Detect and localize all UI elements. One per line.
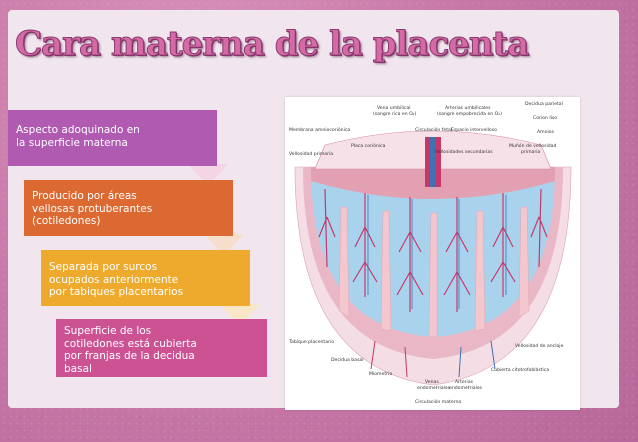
step-4-box: Superficie de los cotiledones está cubie…	[56, 319, 267, 377]
step-text-line: vellosas protuberantes	[32, 202, 153, 215]
villous-veins	[367, 195, 507, 309]
label-espacio-intervelloso: Espacio intervelloso	[451, 127, 497, 133]
step-1-box: Aspecto adoquinado en la superficie mate…	[8, 110, 217, 166]
step-text-line: basal	[64, 362, 92, 375]
placental-septa	[338, 206, 530, 338]
label-membrana: Membrana amniocoriónica	[289, 126, 350, 133]
label-vena-umbilical: Vena umbilical	[377, 105, 411, 111]
placenta-diagram: Membrana amniocoriónica Vena umbilical (…	[285, 97, 580, 410]
step-text-line: (cotiledones)	[32, 215, 101, 227]
label-vellosidades-secundarias: Vellosidades secundarias	[435, 149, 493, 155]
umbilical-cord	[425, 137, 441, 187]
step-3-box: Separada por surcos ocupados anteriormen…	[41, 250, 250, 306]
label-vena-umbilical-sub: (sangre rica en O₂)	[373, 111, 417, 117]
label-decidua-parietal: Decidua parietal	[525, 101, 563, 107]
step-text-line: Separada por surcos	[49, 261, 158, 273]
label-vellosidad-primaria: Vellosidad primaria	[289, 151, 333, 157]
step-text-line: Superficie de los	[64, 325, 152, 337]
label-corion-liso: Corion liso	[533, 115, 557, 121]
diagram-labels: Membrana amniocoriónica Vena umbilical (…	[288, 101, 564, 405]
label-arterias-1: Arterias	[455, 379, 474, 385]
label-circulacion-materna: Circulación materna	[415, 398, 461, 405]
step-text-line: por tabiques placentarios	[49, 286, 184, 298]
villous-trees	[318, 188, 548, 312]
step-2-box: Producido por áreas vellosas protuberant…	[24, 180, 233, 236]
label-decidua-basal: Decidua basal	[331, 357, 363, 363]
step-text-line: la superficie materna	[16, 136, 128, 149]
step-text-line: cotiledones está cubierta	[64, 337, 197, 350]
label-munon-1: Muñón de vellosidad	[509, 142, 556, 149]
label-cubierta: Cubierta citotrofoblástica	[491, 366, 549, 373]
maternal-vessels	[370, 340, 496, 378]
step-text-line: Aspecto adoquinado en	[16, 124, 140, 136]
step-text-line: Producido por áreas	[32, 190, 137, 202]
label-arterias-umbilicales: Arterias umbilicales	[445, 105, 491, 111]
step-text-line: ocupados anteriormente	[49, 273, 179, 286]
label-venas-1: Venas	[425, 379, 439, 385]
slide-title: Cara materna de la placenta	[14, 24, 529, 65]
label-vellosidad-anclaje: Vellosidad de anclaje	[515, 343, 564, 349]
step-text-line: por franjas de la decidua	[64, 350, 195, 362]
label-venas-2: endometriales	[417, 385, 451, 391]
label-circulacion-fetal: Circulación fetal	[415, 126, 452, 133]
label-placa-corionica: Placa coriónica	[351, 142, 386, 149]
label-arterias-umbilicales-sub: (sangre empobrecida en O₂)	[437, 111, 502, 117]
label-arterias-2: endometriales	[449, 385, 483, 391]
placenta-illustration: Membrana amniocoriónica Vena umbilical (…	[288, 101, 572, 405]
label-tabique-placentario: Tabique placentario	[288, 339, 334, 345]
label-amnios: Amnios	[537, 129, 555, 135]
label-munon-2: primaria	[521, 149, 541, 155]
label-miometrio: Miometrio	[369, 371, 392, 377]
